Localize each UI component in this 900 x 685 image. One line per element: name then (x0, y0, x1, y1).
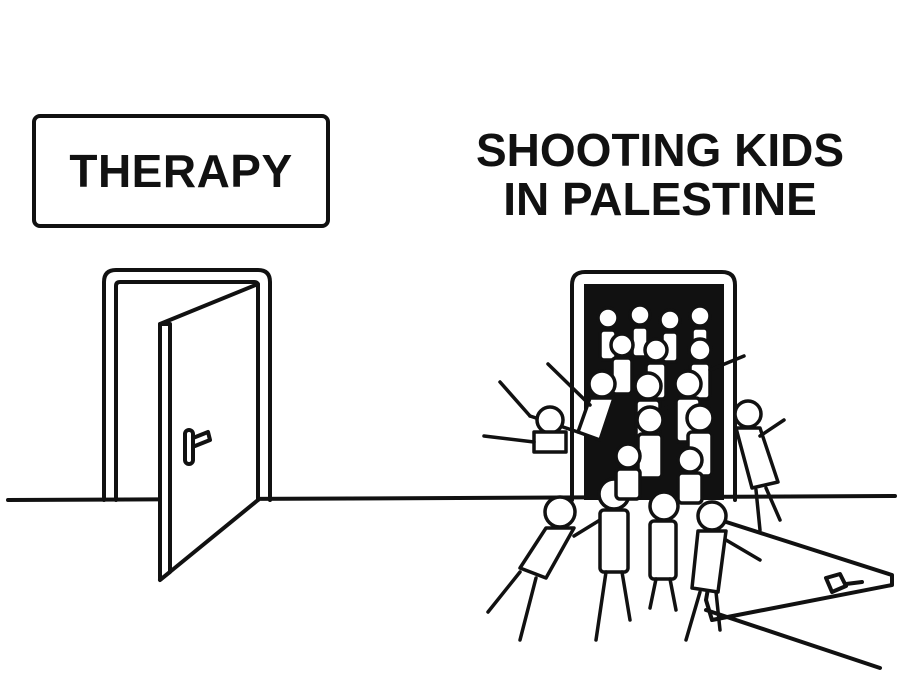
caption-line-2: IN PALESTINE (503, 173, 817, 225)
caption-line-1: SHOOTING KIDS (475, 124, 845, 176)
stick-figure (482, 405, 568, 454)
stick-figure (684, 500, 762, 642)
floor-line (6, 494, 897, 502)
stick-figure (498, 362, 617, 442)
stick-figure (614, 442, 642, 501)
therapy-sign-text: THERAPY (69, 145, 293, 197)
stick-figure (648, 490, 680, 612)
crowd (482, 303, 786, 642)
stick-figure (594, 477, 632, 642)
crowded-door-caption: SHOOTING KIDS IN PALESTINE (440, 126, 880, 224)
stick-figure (676, 446, 704, 505)
therapy-sign: THERAPY (32, 114, 330, 228)
therapy-door (102, 268, 272, 582)
stick-figure (733, 399, 786, 532)
stick-figure (635, 405, 665, 480)
stick-figure (486, 495, 602, 642)
